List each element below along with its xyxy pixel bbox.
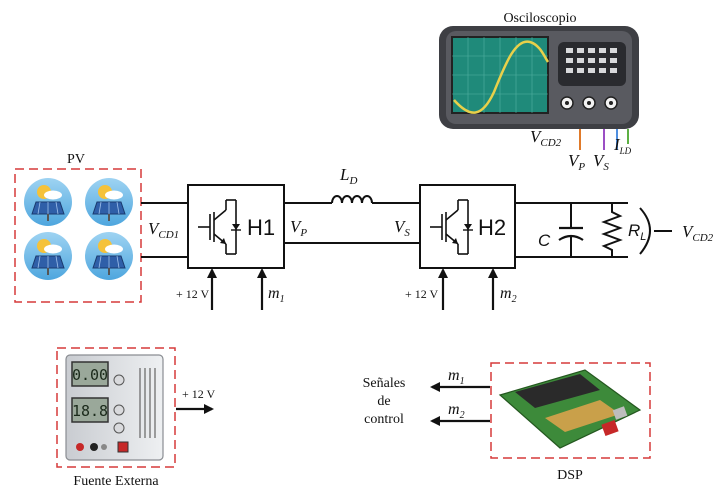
psu-power-switch [118,442,128,452]
h1-supply-label: + 12 V [176,287,210,301]
power-supply: 0.00 18.8 Fuente Externa [57,348,175,489]
h2-control-label: m2 [500,285,517,305]
oscilloscope-title: Osciloscopio [503,11,576,26]
pv-panel-icon [85,232,133,280]
dsp-title: DSP [557,468,583,483]
psu-display-bottom-value: 18.8 [72,402,108,420]
pv-array: PV [15,152,141,302]
h1-bridge: H1 [188,185,284,268]
h1-label: H1 [247,215,275,240]
pv-panel-icon [24,178,72,226]
cloud-icon [105,245,123,254]
psu-title: Fuente Externa [73,474,159,489]
dsp-board: DSP [491,363,650,483]
cloud-icon [44,245,62,254]
cloud-icon [44,191,62,200]
probe-vp-label: VP [568,151,585,173]
resistor-label: RL [628,221,646,243]
oscilloscope: Osciloscopio VCD2 VP VS ILD [439,11,639,173]
load-network: C RL VCD2 [538,203,714,257]
psu-display-top-value: 0.00 [72,366,108,384]
signals-label-line1: Señales [363,376,406,391]
probe-vs-label: VS [593,151,609,173]
capacitor-label: C [538,231,551,250]
vcd2-output-label: VCD2 [682,222,714,244]
pv-title: PV [67,152,85,167]
psu-output-label: + 12 V [182,387,216,401]
dsp-m1-label: m1 [448,367,465,387]
cloud-icon [105,191,123,200]
resistor-zigzag [604,203,620,257]
pv-panel-icon [85,178,133,226]
vp-label: VP [290,217,307,239]
inductor-ld: LD [332,165,372,203]
probe-vcd2-label: VCD2 [530,127,562,149]
h2-label: H2 [478,215,506,240]
h2-supply-label: + 12 V [405,287,439,301]
oscilloscope-probe-connectors [561,97,617,109]
vcd1-label: VCD1 [148,219,179,241]
h1-control-label: m1 [268,285,285,305]
signals-label-line3: control [364,412,404,427]
h2-bridge: H2 [420,185,515,268]
signals-label-line2: de [377,394,390,409]
pv-panel-icon [24,232,72,280]
dsp-m2-label: m2 [448,401,465,421]
vs-label: VS [394,217,410,239]
inductor-label: LD [339,165,357,187]
inductor-coil [332,196,372,203]
